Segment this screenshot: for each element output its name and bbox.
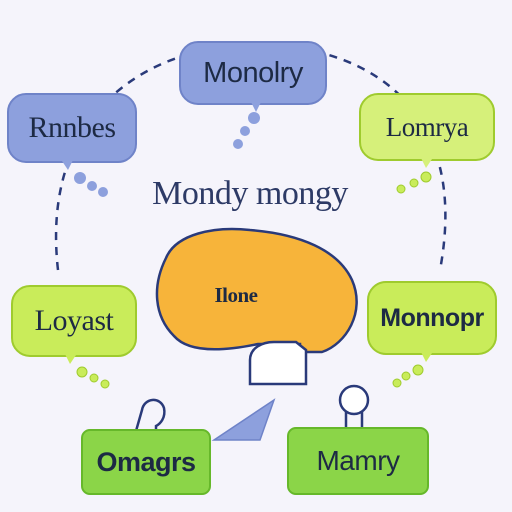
bubble-top-right (359, 93, 495, 194)
center-title: Mondy mongy (152, 175, 348, 212)
bubble-mid-left-label: Loyast (34, 304, 114, 337)
bubble-bottom-right-label: Mamry (316, 445, 400, 476)
bubble-top-label: Monolry (203, 56, 303, 89)
person-icon-right (338, 384, 370, 436)
connector-pointer (211, 398, 276, 441)
bubble-bottom-right (287, 427, 429, 495)
bubble-top-left (7, 93, 137, 197)
person-icon-left (132, 398, 166, 440)
head-base (248, 340, 308, 386)
brain-shape (155, 227, 358, 354)
brain-label: Ilone (214, 282, 258, 307)
bubble-bottom-left-label: Omagrs (96, 446, 196, 477)
bubble-mid-left (11, 285, 137, 389)
bubble-mid-right (367, 281, 497, 388)
bubble-top-left-label: Rnnbes (28, 111, 117, 144)
bubble-bottom-left (81, 429, 211, 495)
bubble-top (179, 41, 327, 149)
bubble-mid-right-label: Monnopr (380, 303, 484, 332)
bubble-top-right-label: Lomrya (385, 111, 469, 142)
